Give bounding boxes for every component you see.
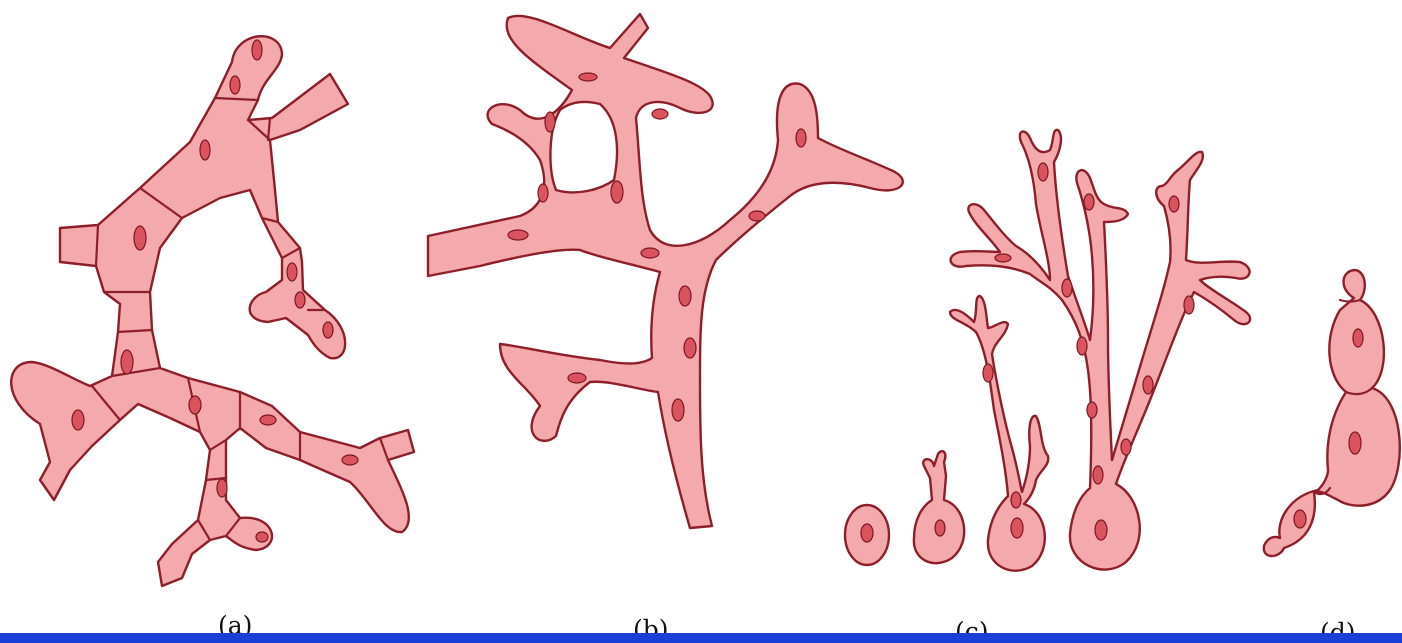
panel-c-germination-series: [845, 130, 1250, 571]
panel-d-budding-cells: [1264, 270, 1400, 556]
panel-a-septate-hyphae: [11, 36, 414, 586]
panel-b-coenocytic-hyphae: [428, 14, 903, 528]
bottom-color-bar: [0, 633, 1402, 643]
